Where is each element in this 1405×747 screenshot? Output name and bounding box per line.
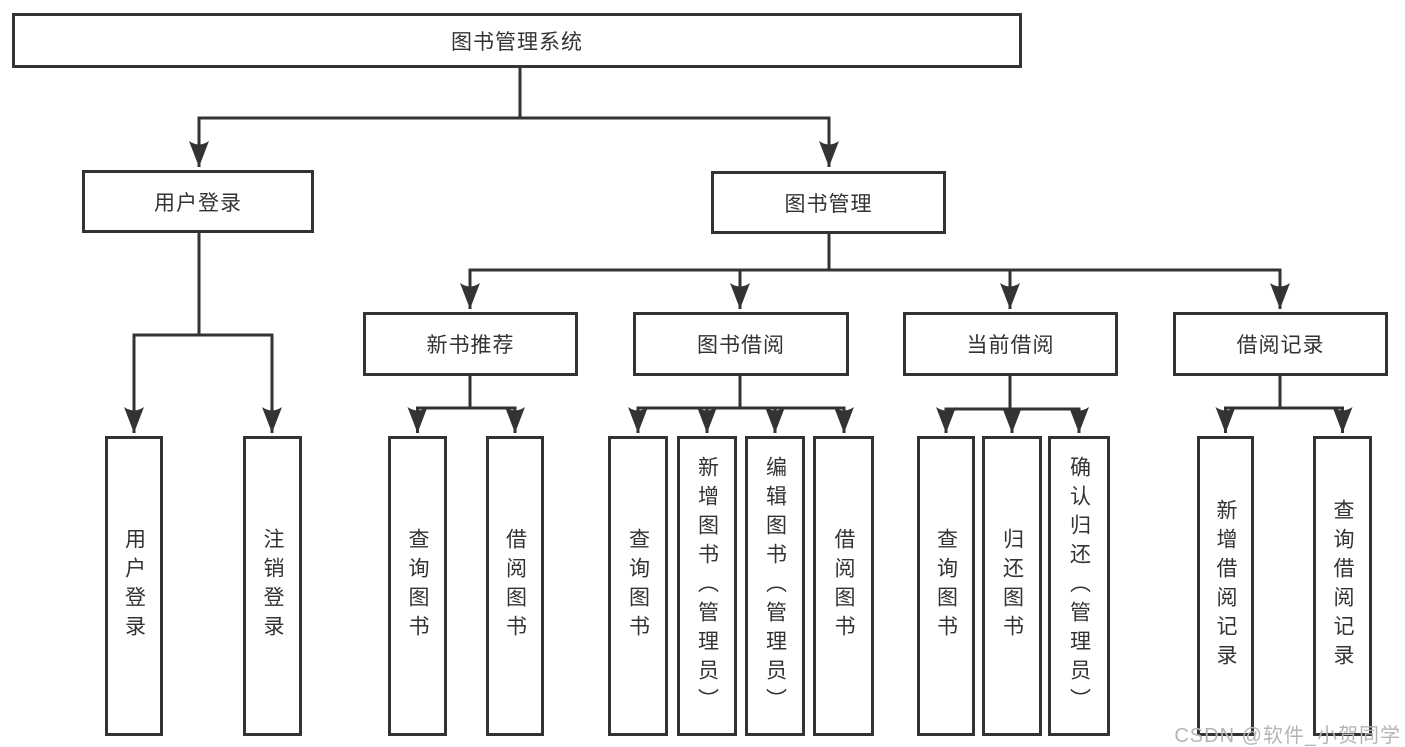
node-new-book-recommend: 新书推荐 xyxy=(363,312,578,376)
connector-user-login-trunk xyxy=(132,233,274,337)
leaf-nbr-borrow-books-label: 借阅图书 xyxy=(503,528,527,644)
node-current-borrow: 当前借阅 xyxy=(903,312,1118,376)
csdn-watermark: CSDN @软件_小贺同学 xyxy=(1174,725,1401,747)
connector-root-trunk xyxy=(197,68,831,120)
leaf-br-add-record-label: 新增借阅记录 xyxy=(1214,499,1237,673)
leaf-bb-borrow-books: 借阅图书 xyxy=(813,436,874,736)
node-book-borrow: 图书借阅 xyxy=(633,312,849,376)
connector-book-management-trunk xyxy=(468,234,1282,272)
leaf-bb-edit-books-admin: 编辑图书（管理员） xyxy=(745,436,805,736)
connector-book-borrow-split xyxy=(628,376,854,433)
node-user-login-label: 用户登录 xyxy=(154,191,242,215)
leaf-nbr-borrow-books: 借阅图书 xyxy=(486,436,544,736)
node-new-book-recommend-label: 新书推荐 xyxy=(426,334,515,357)
leaf-br-query-record-label: 查询借阅记录 xyxy=(1331,499,1354,673)
connector-new-book-recommend-split xyxy=(407,376,525,433)
leaf-br-add-record: 新增借阅记录 xyxy=(1197,436,1254,736)
leaf-bb-add-books-admin: 新增图书（管理员） xyxy=(677,436,737,736)
leaf-bb-borrow-books-label: 借阅图书 xyxy=(832,528,855,644)
node-user-login: 用户登录 xyxy=(82,170,314,233)
connector-borrow-records-split xyxy=(1215,376,1353,433)
node-book-borrow-label: 图书借阅 xyxy=(697,334,785,357)
leaf-bb-query-books: 查询图书 xyxy=(608,436,668,736)
leaf-bb-query-books-label: 查询图书 xyxy=(626,528,650,644)
leaf-cb-confirm-return-admin-label: 确认归还（管理员） xyxy=(1067,455,1091,717)
node-book-management-label: 图书管理 xyxy=(784,192,873,216)
node-root-label: 图书管理系统 xyxy=(451,30,583,54)
node-book-management: 图书管理 xyxy=(711,171,946,234)
leaf-cb-query-books-label: 查询图书 xyxy=(934,528,958,644)
leaf-logout-login-label: 注销登录 xyxy=(261,528,284,644)
leaf-nbr-query-books-label: 查询图书 xyxy=(406,528,429,644)
connector-current-borrow-split xyxy=(936,376,1089,433)
leaf-cb-return-books-label: 归还图书 xyxy=(1000,528,1024,644)
leaf-cb-confirm-return-admin: 确认归还（管理员） xyxy=(1048,436,1110,736)
connector-user-login-split xyxy=(124,233,282,433)
leaf-user-login: 用户登录 xyxy=(105,436,163,736)
connector-current-borrow-trunk xyxy=(944,376,1081,411)
connector-book-borrow-trunk xyxy=(636,376,846,410)
node-root: 图书管理系统 xyxy=(12,13,1022,68)
leaf-cb-query-books: 查询图书 xyxy=(917,436,975,736)
leaf-user-login-label: 用户登录 xyxy=(122,528,146,644)
node-borrow-records: 借阅记录 xyxy=(1173,312,1388,376)
node-borrow-records-label: 借阅记录 xyxy=(1236,334,1325,357)
connector-borrow-records-trunk xyxy=(1224,376,1344,410)
leaf-br-query-record: 查询借阅记录 xyxy=(1313,436,1372,736)
node-current-borrow-label: 当前借阅 xyxy=(966,334,1055,357)
leaf-bb-add-books-admin-label: 新增图书（管理员） xyxy=(695,455,719,717)
connector-root-split xyxy=(189,68,839,167)
leaf-nbr-query-books: 查询图书 xyxy=(388,436,447,736)
leaf-cb-return-books: 归还图书 xyxy=(982,436,1042,736)
leaf-logout-login: 注销登录 xyxy=(243,436,302,736)
leaf-bb-edit-books-admin-label: 编辑图书（管理员） xyxy=(763,455,787,717)
connector-new-book-recommend-trunk xyxy=(416,376,517,410)
connector-book-management-split xyxy=(460,234,1290,309)
